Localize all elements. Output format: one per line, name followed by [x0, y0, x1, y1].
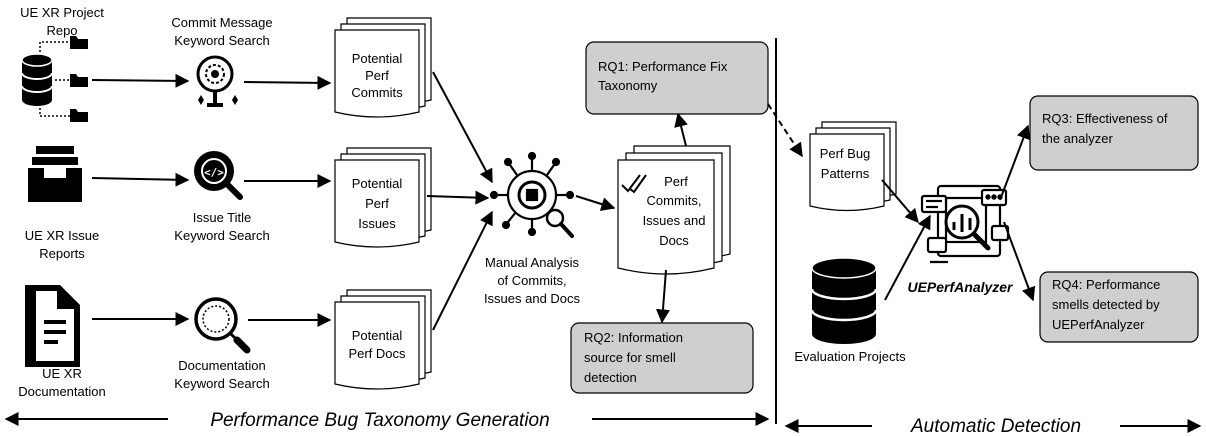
left-phase-label: Performance Bug Taxonomy Generation	[210, 410, 549, 431]
rq3-box	[1029, 95, 1199, 171]
svg-text:Keyword Search: Keyword Search	[174, 376, 269, 391]
repo-label: UE XR Project Repo	[20, 5, 104, 38]
evaluation-database-icon	[810, 257, 878, 344]
folder-icon	[39, 36, 88, 122]
evaluation-projects-label: Evaluation Projects	[794, 349, 906, 364]
svg-text:UE XR Issue: UE XR Issue	[25, 228, 99, 243]
potential-docs-stack	[334, 289, 432, 390]
rq4-line3: UEPerfAnalyzer	[1052, 317, 1145, 332]
gear-search-icon	[196, 55, 238, 107]
rq4-line2: smells detected by	[1052, 297, 1160, 312]
svg-text:of Commits,: of Commits,	[497, 273, 566, 288]
svg-text:Repo: Repo	[46, 23, 77, 38]
doc-search-label: Documentation Keyword Search	[174, 358, 269, 391]
manual-analysis-label: Manual Analysis of Commits, Issues and D…	[484, 255, 581, 306]
rq3-line2: the analyzer	[1042, 131, 1113, 146]
arrow-to-rq2	[655, 269, 670, 324]
perf-set-line4: Docs	[659, 233, 689, 248]
arrow-to-rq1	[674, 112, 688, 147]
rq4-box	[1039, 271, 1199, 343]
potential-commits-stack	[334, 17, 432, 118]
docs-source-label: UE XR Documentation	[18, 366, 105, 399]
arrow-to-rq4	[1003, 221, 1036, 302]
stack-commits-line1: Potential	[352, 51, 403, 66]
svg-text:</>: </>	[204, 166, 224, 179]
bug-patterns-stack	[809, 121, 897, 212]
perf-set-line2: Commits,	[647, 193, 702, 208]
perf-set-stack	[617, 145, 731, 275]
analyzer-dashboard-icon	[920, 184, 1010, 264]
rq4-line1: RQ4: Performance	[1052, 277, 1160, 292]
potential-issues-stack	[334, 147, 432, 248]
svg-text:Manual Analysis: Manual Analysis	[485, 255, 579, 270]
perf-set-line1: Perf	[664, 174, 688, 189]
stack-issues-line3: Issues	[358, 216, 396, 231]
rq2-line1: RQ2: Information	[584, 330, 683, 345]
svg-text:Documentation: Documentation	[178, 358, 265, 373]
dashed-arrow-taxonomy	[767, 103, 803, 158]
svg-text:UE XR Project: UE XR Project	[20, 5, 104, 20]
stack-issues-line1: Potential	[352, 176, 403, 191]
document-icon	[25, 285, 80, 367]
commit-search-label: Commit Message Keyword Search	[171, 15, 272, 48]
rq2-line2: source for smell	[584, 350, 676, 365]
bug-patterns-line1: Perf Bug	[820, 146, 871, 161]
perf-set-line3: Issues and	[643, 213, 706, 228]
analyzer-name: UEPerfAnalyzer	[907, 279, 1014, 295]
svg-text:Issues and Docs: Issues and Docs	[484, 291, 581, 306]
svg-text:Documentation: Documentation	[18, 384, 105, 399]
converge-arrows	[426, 71, 493, 331]
arrow-patterns-to-analyzer	[881, 179, 919, 224]
stack-commits-line3: Commits	[351, 85, 403, 100]
double-check-icon	[621, 174, 647, 194]
rq2-box	[570, 322, 754, 394]
svg-text:Issue Title: Issue Title	[193, 210, 252, 225]
database-icon	[21, 53, 53, 106]
rq3-line1: RQ3: Effectiveness of	[1042, 111, 1168, 126]
rq1-line1: RQ1: Performance Fix	[598, 59, 728, 74]
svg-text:Commit Message: Commit Message	[171, 15, 272, 30]
right-phase-label: Automatic Detection	[910, 416, 1081, 436]
magnifier-icon	[194, 297, 251, 354]
flow-arrows-left	[91, 73, 332, 327]
code-search-icon: </>	[194, 151, 243, 200]
rq1-box	[585, 41, 769, 115]
svg-text:Reports: Reports	[39, 246, 85, 261]
rq1-line2: Taxonomy	[598, 78, 658, 93]
rq2-line3: detection	[584, 370, 637, 385]
stack-docs-line1: Potential	[352, 328, 403, 343]
circuit-brain-icon	[489, 151, 575, 238]
stack-docs-line2: Perf Docs	[348, 346, 406, 361]
svg-text:Keyword Search: Keyword Search	[174, 33, 269, 48]
bug-patterns-line2: Patterns	[821, 166, 870, 181]
arrow-eval-to-analyzer	[884, 214, 931, 301]
stack-issues-line2: Perf	[365, 196, 389, 211]
issues-source-label: UE XR Issue Reports	[25, 228, 99, 261]
stack-commits-line2: Perf	[365, 68, 389, 83]
arrow-to-perf-set	[575, 195, 616, 211]
svg-text:Keyword Search: Keyword Search	[174, 228, 269, 243]
arrow-to-rq3	[999, 124, 1031, 201]
issue-search-label: Issue Title Keyword Search	[174, 210, 269, 243]
svg-text:UE XR: UE XR	[42, 366, 82, 381]
inbox-tray-icon	[28, 146, 82, 202]
